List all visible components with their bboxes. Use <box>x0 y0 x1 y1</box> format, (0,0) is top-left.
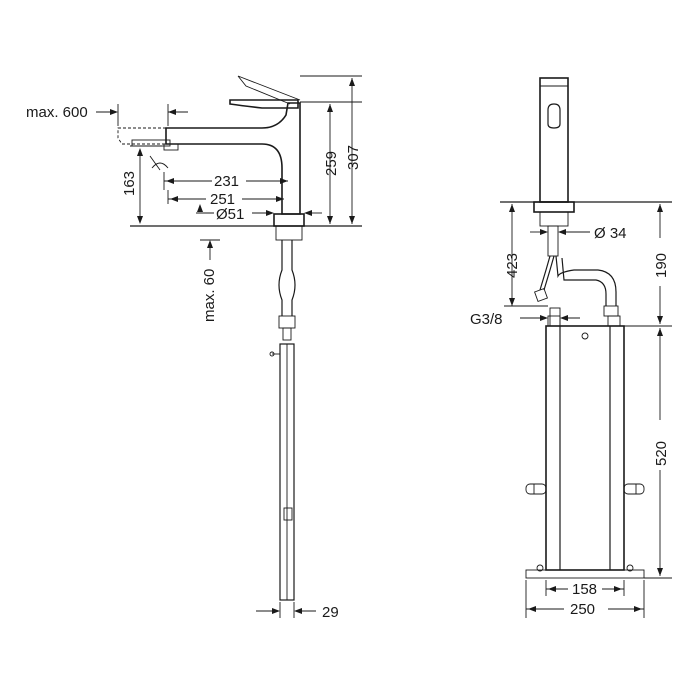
side-view: max. 600 163 231 251 Ø51 259 <box>26 75 362 621</box>
front-hose-right <box>555 255 617 306</box>
dim-158: 158 <box>572 581 597 598</box>
clamp-left <box>525 483 547 495</box>
lever-handle <box>229 99 299 109</box>
front-view: 423 Ø 34 190 G3/8 520 158 <box>470 77 672 618</box>
front-hose-box <box>545 325 625 571</box>
dim-163: 163 <box>121 171 138 196</box>
spray-nozzle <box>163 143 179 151</box>
dim-29: 29 <box>322 604 339 621</box>
dim-250: 250 <box>570 601 595 618</box>
pull-out-head-outline <box>117 127 167 145</box>
dim-max-60: max. 60 <box>201 269 218 322</box>
supply-hose <box>278 240 296 316</box>
lever-raised-outline <box>237 75 301 105</box>
dim-max-600: max. 600 <box>26 104 88 121</box>
dim-g-3-8: G3/8 <box>470 311 503 328</box>
dim-520: 520 <box>653 441 670 466</box>
dim-dia-51: Ø51 <box>216 206 244 223</box>
clamp-right <box>623 483 645 495</box>
dim-190: 190 <box>653 253 670 278</box>
front-spout-column <box>539 77 569 203</box>
dim-307: 307 <box>345 145 362 170</box>
faucet-base <box>273 213 305 227</box>
dim-423: 423 <box>504 253 521 278</box>
dim-251: 251 <box>210 191 235 208</box>
dim-259: 259 <box>323 151 340 176</box>
dim-231: 231 <box>214 173 239 190</box>
dim-dia-34: Ø 34 <box>594 225 627 242</box>
front-hose-left <box>539 255 555 291</box>
